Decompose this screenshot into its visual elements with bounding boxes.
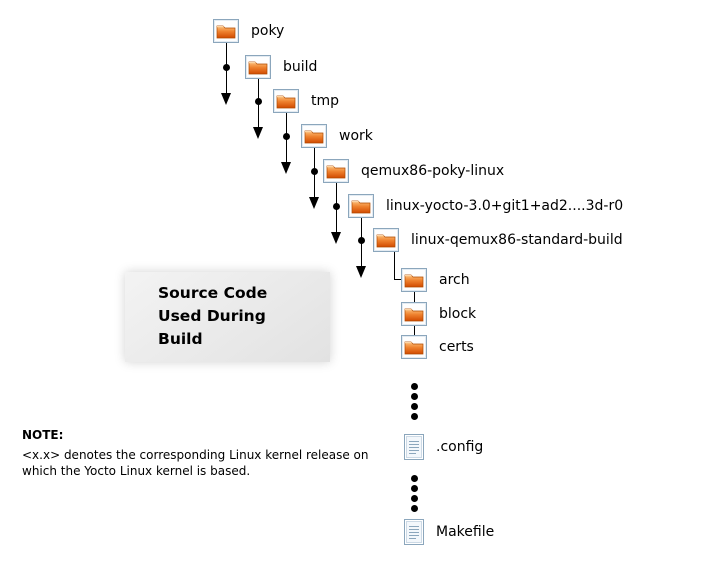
- connector-line: [394, 279, 402, 280]
- callout-line: Source Code: [158, 284, 268, 302]
- ellipsis-dot: [410, 474, 418, 482]
- note-body-line: <x.x> denotes the corresponding Linux ke…: [22, 448, 369, 462]
- ellipsis-dot: [410, 484, 418, 492]
- tree-node-arch: arch: [401, 268, 470, 292]
- tree-node-build: build: [245, 55, 317, 79]
- folder-icon: [401, 335, 427, 359]
- down-arrow-icon: [331, 232, 341, 244]
- tree-node-config-file: .config: [404, 434, 483, 460]
- ellipsis-dot: [410, 504, 418, 512]
- tree-node-linux-qemux86-standard-build: linux-qemux86-standard-build: [373, 228, 623, 252]
- tree-node-certs: certs: [401, 335, 474, 359]
- tree-node-label: work: [339, 128, 373, 144]
- folder-icon: [323, 159, 349, 183]
- tree-node-label: .config: [436, 439, 484, 455]
- tree-node-label: tmp: [311, 93, 340, 109]
- folder-icon: [401, 302, 427, 326]
- folder-icon: [273, 89, 299, 113]
- tree-node-label: qemux86-poky-linux: [361, 163, 505, 179]
- folder-icon: [401, 268, 427, 292]
- note-title: NOTE:: [22, 428, 64, 442]
- tree-node-label: arch: [439, 272, 470, 288]
- tree-node-label: Makefile: [436, 524, 495, 540]
- folder-icon: [373, 228, 399, 252]
- connector-line: [413, 326, 415, 335]
- tree-node-label: build: [283, 59, 318, 75]
- tree-node-tmp: tmp: [273, 89, 339, 113]
- folder-icon: [213, 19, 239, 43]
- tree-node-label: linux-qemux86-standard-build: [411, 232, 623, 248]
- tree-node-label: poky: [251, 23, 285, 39]
- document-icon: [404, 519, 424, 545]
- source-code-callout: Source Code Used During Build: [125, 272, 330, 362]
- connector-bullet: [357, 236, 365, 244]
- ellipsis-dot: [410, 494, 418, 502]
- ellipsis-dot: [410, 402, 418, 410]
- connector-bullet: [310, 167, 318, 175]
- folder-icon: [301, 124, 327, 148]
- down-arrow-icon: [253, 127, 263, 139]
- down-arrow-icon: [221, 93, 231, 105]
- tree-node-label: certs: [439, 339, 474, 355]
- ellipsis-dot: [410, 412, 418, 420]
- tree-node-poky: poky: [213, 19, 284, 43]
- note-body-line: which the Yocto Linux kernel is based.: [22, 463, 251, 478]
- ellipsis-dot: [410, 382, 418, 390]
- connector-line: [413, 292, 415, 302]
- tree-node-block: block: [401, 302, 476, 326]
- tree-node-work: work: [301, 124, 373, 148]
- connector-bullet: [282, 132, 290, 140]
- down-arrow-icon: [309, 197, 319, 209]
- down-arrow-icon: [356, 266, 366, 278]
- tree-node-qemux86-poky-linux: qemux86-poky-linux: [323, 159, 504, 183]
- tree-node-label: linux-yocto-3.0+git1+ad2....3d-r0: [386, 198, 624, 214]
- tree-node-label: block: [439, 306, 477, 322]
- connector-bullet: [332, 202, 340, 210]
- ellipsis-dot: [410, 392, 418, 400]
- tree-node-makefile: Makefile: [404, 519, 494, 545]
- tree-node-linux-yocto: linux-yocto-3.0+git1+ad2....3d-r0: [348, 194, 623, 218]
- connector-line: [394, 252, 395, 280]
- callout-line: Build: [158, 330, 203, 348]
- connector-bullet: [254, 97, 262, 105]
- folder-icon: [245, 55, 271, 79]
- note-block: NOTE: <x.x> denotes the corresponding Li…: [22, 428, 402, 479]
- down-arrow-icon: [281, 162, 291, 174]
- connector-bullet: [222, 63, 230, 71]
- document-icon: [404, 434, 424, 460]
- folder-icon: [348, 194, 374, 218]
- callout-line: Used During: [158, 307, 266, 325]
